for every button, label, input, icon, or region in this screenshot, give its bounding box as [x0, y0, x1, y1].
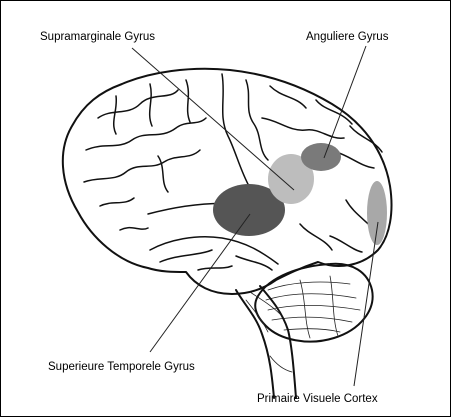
angular-gyrus-region	[301, 143, 341, 171]
cerebellum-folia	[266, 276, 360, 338]
frontal-gyrus-folds	[84, 80, 206, 230]
primary-visual-cortex-region	[367, 181, 387, 245]
supramarginal-gyrus-label: Supramarginale Gyrus	[40, 31, 155, 43]
cerebrum-outline	[63, 69, 392, 294]
primary-visual-cortex-label: Primaire Visuele Cortex	[257, 393, 378, 405]
superior-temporal-gyrus-label: Superieure Temporele Gyrus	[48, 361, 195, 373]
superior-temporal-leader-line	[150, 214, 250, 352]
primary-visual-leader-line	[354, 222, 378, 386]
angular-gyrus-label: Anguliere Gyrus	[306, 31, 389, 43]
temporal-lobe-contour	[150, 237, 278, 264]
